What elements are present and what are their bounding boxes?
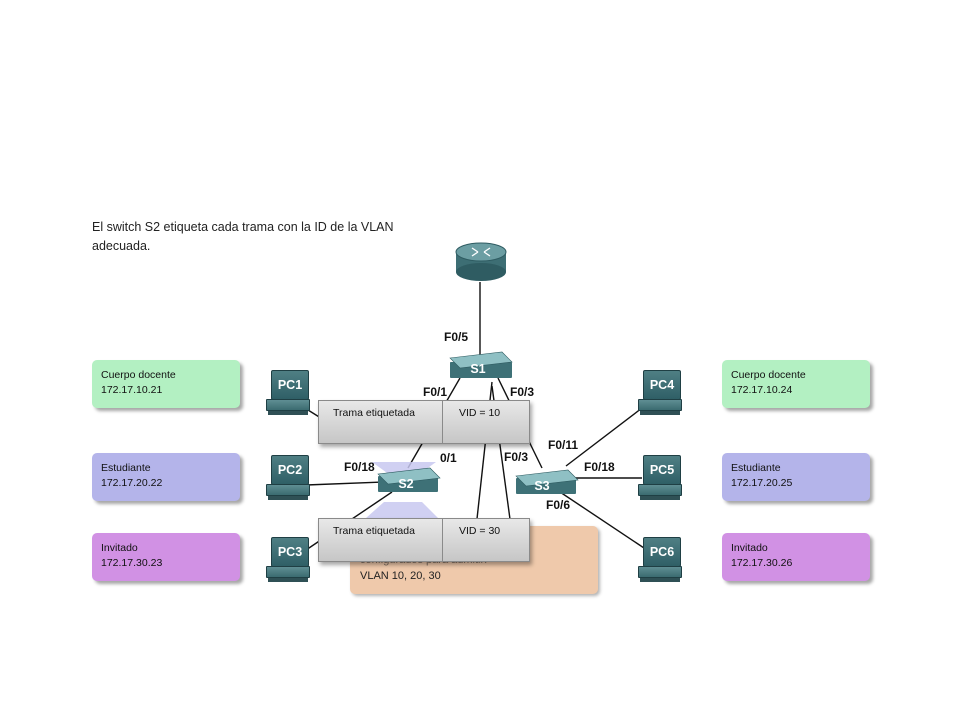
- vlan-ip: 172.17.30.23: [101, 557, 163, 569]
- vlan-ip: 172.17.20.25: [731, 477, 793, 489]
- note-line-2: VLAN 10, 20, 30: [360, 570, 441, 582]
- pc4-label: PC4: [643, 370, 681, 400]
- vlan-box-guest-left: Invitado 172.17.30.23: [92, 533, 240, 581]
- pc3-label: PC3: [271, 537, 309, 567]
- frame-label: Trama etiquetada: [319, 519, 443, 561]
- pc3-icon: PC3: [266, 537, 312, 583]
- link-s3-pc4: [565, 407, 643, 467]
- vlan-box-student-left: Estudiante 172.17.20.22: [92, 453, 240, 501]
- switch-s2-label: S2: [398, 477, 414, 491]
- vlan-name: Invitado: [101, 542, 138, 554]
- vlan-box-student-right: Estudiante 172.17.20.25: [722, 453, 870, 501]
- vlan-ip: 172.17.20.22: [101, 477, 163, 489]
- vlan-name: Estudiante: [731, 462, 781, 474]
- vlan-ip: 172.17.10.21: [101, 384, 163, 396]
- pc1-icon: PC1: [266, 370, 312, 416]
- vlan-box-faculty-left: Cuerpo docente 172.17.10.21: [92, 360, 240, 408]
- pc2-label: PC2: [271, 455, 309, 485]
- pc2-icon: PC2: [266, 455, 312, 501]
- switch-s1-icon: [449, 351, 513, 378]
- port-label-router-s1: F0/5: [444, 330, 469, 344]
- vlan-box-guest-right: Invitado 172.17.30.26: [722, 533, 870, 581]
- frame-label: Trama etiquetada: [319, 401, 443, 443]
- frame-ray-bottom: [366, 502, 438, 518]
- port-label-s3-bottom: F0/6: [546, 498, 571, 512]
- pc6-label: PC6: [643, 537, 681, 567]
- link-pc2-s2: [305, 481, 385, 486]
- port-label-s3-right: F0/18: [584, 460, 615, 474]
- switch-s3-label: S3: [534, 479, 550, 493]
- vlan-name: Estudiante: [101, 462, 151, 474]
- link-s3-pc6: [559, 491, 645, 549]
- pc4-icon: PC4: [638, 370, 684, 416]
- frame-vid: VID = 10: [459, 407, 501, 419]
- port-label-s3-top: F0/11: [548, 438, 579, 452]
- switch-s2-icon: [377, 467, 441, 492]
- pc5-icon: PC5: [638, 455, 684, 501]
- port-label-s1-right: F0/3: [510, 385, 535, 399]
- frame-ray-top: [372, 462, 436, 478]
- vlan-name: Invitado: [731, 542, 768, 554]
- port-label-s2-top: 0/1: [440, 451, 457, 465]
- port-label-s3-left: F0/3: [504, 450, 529, 464]
- switch-s1-label: S1: [470, 362, 486, 376]
- pc1-label: PC1: [271, 370, 309, 400]
- router-icon: [455, 242, 507, 281]
- vlan-name: Cuerpo docente: [101, 369, 176, 381]
- frame-vid: VID = 30: [459, 525, 501, 537]
- tagged-frame-vid-10: Trama etiquetada VID = 10: [318, 400, 530, 444]
- port-label-s2-pc2: F0/18: [344, 460, 375, 474]
- switch-s3-icon: [515, 469, 579, 494]
- pc5-label: PC5: [643, 455, 681, 485]
- pc6-icon: PC6: [638, 537, 684, 583]
- vlan-ip: 172.17.10.24: [731, 384, 793, 396]
- vlan-name: Cuerpo docente: [731, 369, 806, 381]
- vlan-ip: 172.17.30.26: [731, 557, 793, 569]
- port-label-s1-left: F0/1: [423, 385, 448, 399]
- vlan-box-faculty-right: Cuerpo docente 172.17.10.24: [722, 360, 870, 408]
- tagged-frame-vid-30: Trama etiquetada VID = 30: [318, 518, 530, 562]
- diagram-caption: El switch S2 etiqueta cada trama con la …: [92, 220, 394, 253]
